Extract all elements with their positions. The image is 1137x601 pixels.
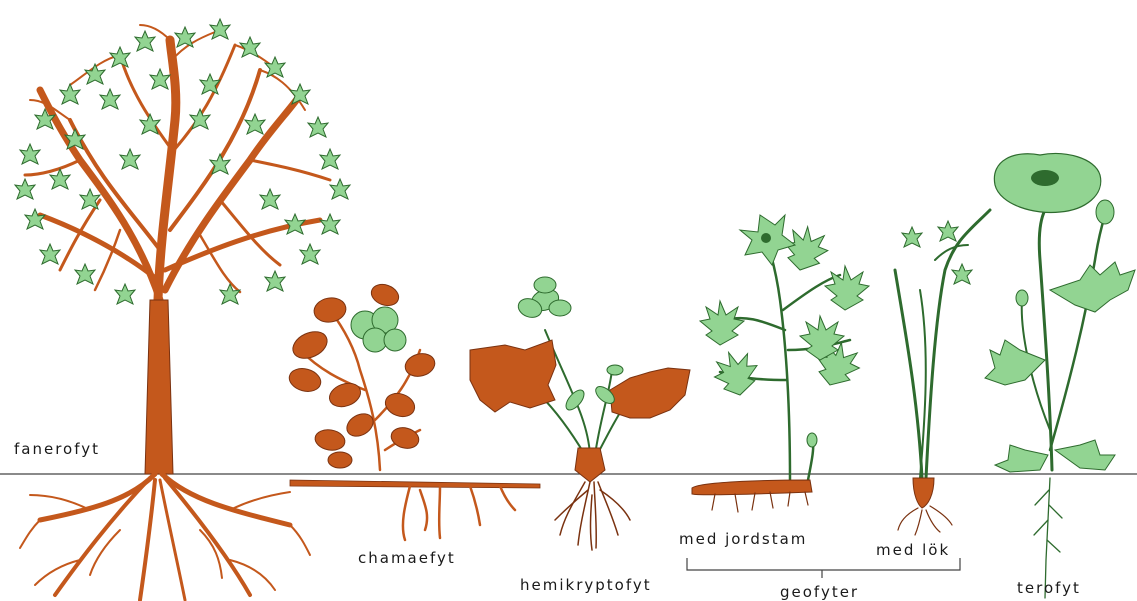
- plant-chamaefyt: [287, 281, 540, 540]
- chamaefyt-runner: [290, 480, 540, 488]
- label-med-lok: med lök: [876, 541, 950, 559]
- plant-geofyt-rhizome: [692, 215, 869, 512]
- label-chamaefyt: chamaefyt: [358, 549, 456, 567]
- tree-fanerofyt: [15, 19, 350, 600]
- label-fanerofyt: fanerofyt: [14, 440, 100, 458]
- hemikryptofyt-large-leaf-left: [470, 340, 556, 412]
- bulb: [913, 478, 934, 508]
- geofyter-bracket: [687, 558, 960, 578]
- tree-trunk: [145, 300, 173, 474]
- plant-hemikryptofyt: [470, 277, 690, 550]
- tree-branches: [25, 25, 330, 300]
- rhizome: [692, 480, 812, 495]
- chamaefyt-flowers: [351, 307, 406, 352]
- plant-terofyt: [985, 154, 1135, 598]
- label-hemikryptofyt: hemikryptofyt: [520, 576, 652, 594]
- hemikryptofyt-large-leaf-right: [610, 368, 690, 418]
- tree-roots: [20, 474, 310, 600]
- label-terofyt: terofyt: [1017, 579, 1081, 597]
- plant-geofyt-bulb: [895, 210, 990, 535]
- label-med-jordstam: med jordstam: [679, 530, 807, 548]
- label-geofyter: geofyter: [780, 583, 859, 601]
